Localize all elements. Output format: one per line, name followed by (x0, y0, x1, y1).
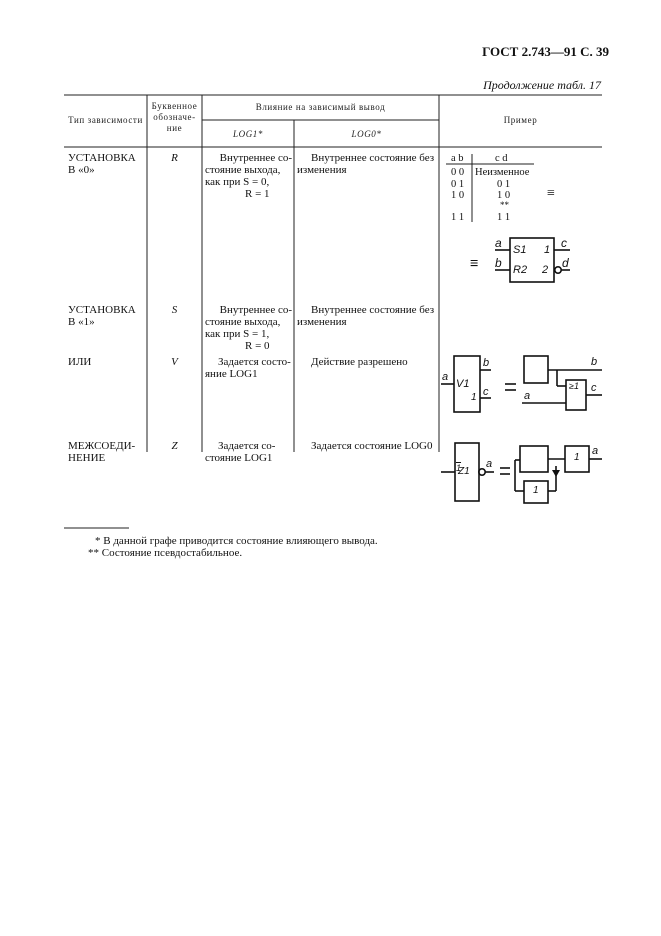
buffer-label: 1 (533, 485, 539, 496)
header-letter-line: Буквенное (151, 101, 198, 111)
row-type-line: МЕЖСОЕДИ- (68, 440, 136, 452)
row-letter: V (171, 356, 178, 368)
row-log0: Внутреннее состояние без изменения (297, 304, 439, 328)
input-label-b: b (495, 256, 502, 270)
page-header: ГОСТ 2.743—91 С. 39 (482, 44, 609, 59)
truth-cell: Неизменное (475, 167, 530, 178)
or-eq-b: b (591, 356, 598, 368)
row-letter: S (171, 304, 178, 316)
header-log1: LOG1* (232, 129, 263, 139)
z-number: 1 (456, 463, 462, 473)
row-type-line: УСТАНОВКА (68, 304, 136, 316)
header-example: Пример (503, 115, 538, 125)
row-type: УСТАНОВКА В «0» (68, 152, 136, 176)
log1-line: стояние выхода, (205, 316, 281, 328)
output-number: 1 (544, 244, 551, 256)
or-gate-label: ≥1 (569, 381, 579, 391)
or-eq-c: c (591, 382, 597, 394)
truth-head-cd: c d (495, 153, 508, 164)
log1-line: как при S = 1, (205, 328, 270, 340)
row-log0: Действие разрешено (311, 356, 408, 368)
table-continuation-label: Продолжение табл. 17 (483, 78, 601, 92)
row-type: ИЛИ (68, 356, 92, 368)
row-log0: Внутреннее состояние без изменения (297, 152, 439, 176)
or-v1-label: V1 (456, 378, 470, 390)
equivalence-sign: ≡ (470, 256, 479, 272)
output-label-d: d (562, 256, 569, 270)
or-eq-a: a (524, 390, 531, 402)
truth-cell: 0 1 (451, 179, 465, 190)
row-type-line: УСТАНОВКА (68, 152, 136, 164)
footnote: * В данной графе приводится состояние вл… (95, 535, 378, 547)
row-type-line: НЕНИЕ (68, 452, 106, 464)
row-log1: Внутреннее со- стояние выхода, как при S… (205, 152, 292, 200)
row-letter: Z (171, 440, 178, 452)
or-output-b: b (483, 357, 490, 369)
header-influence: Влияние на зависимый вывод (255, 102, 386, 112)
row-log0: Задается состояние LOG0 (311, 440, 433, 452)
log1-line: Задается состо- (218, 356, 291, 368)
log1-line: стояние выхода, (205, 164, 281, 176)
or-input-a: a (442, 371, 449, 383)
log0-line: изменения (297, 164, 347, 176)
log1-line: Внутреннее со- (219, 304, 292, 316)
input-label-a: a (495, 236, 502, 250)
or-output-c: c (483, 386, 489, 398)
log1-line: Задается со- (218, 440, 276, 452)
footnote: ** Состояние псевдостабильное. (88, 547, 243, 559)
z-eq-output-a: a (592, 445, 599, 457)
buffer-label: 1 (574, 452, 580, 463)
log1-line: R = 1 (245, 188, 270, 200)
row-type: УСТАНОВКА В «1» (68, 304, 136, 328)
equivalence-sign: ≡ (547, 186, 555, 201)
header-log0: LOG0* (351, 129, 382, 139)
log1-line: яние LOG1 (205, 368, 258, 380)
log1-line: R = 0 (245, 340, 270, 352)
truth-cell: 1 1 (497, 212, 511, 223)
log1-line: Внутреннее со- (219, 152, 292, 164)
row-type-line: В «1» (68, 316, 95, 328)
log0-line: Внутреннее состояние без (311, 304, 435, 316)
r2-label: R2 (513, 264, 528, 276)
s1-label: S1 (513, 244, 527, 256)
row-letter: R (171, 152, 178, 164)
log1-line: как при S = 0, (205, 176, 270, 188)
log1-line: стояние LOG1 (205, 452, 273, 464)
truth-cell: 0 1 (497, 179, 511, 190)
row-type-line: В «0» (68, 164, 95, 176)
output-label-c: c (561, 236, 567, 250)
header-type: Тип зависимости (68, 115, 143, 125)
header-letter: Буквенное обозначе- ние (147, 101, 202, 134)
truth-cell: 1 0 (497, 190, 511, 201)
log0-line: изменения (297, 316, 347, 328)
header-letter-line: обозначе- (153, 112, 196, 122)
z1-label: Z1 (458, 466, 470, 477)
row-type: МЕЖСОЕДИ- НЕНИЕ (68, 440, 135, 464)
truth-note: ** (500, 200, 509, 210)
header-letter-line: ние (166, 123, 183, 133)
row-log1: Задается состо- яние LOG1 (205, 356, 292, 380)
output-number: 2 (542, 264, 549, 276)
row-log1: Внутреннее со- стояние выхода, как при S… (205, 304, 292, 352)
row-log1: Задается со- стояние LOG1 (205, 440, 292, 464)
log0-line: Внутреннее состояние без (311, 152, 435, 164)
truth-cell: 0 0 (451, 167, 465, 178)
or-number: 1 (471, 392, 477, 403)
z-output-a: a (486, 458, 493, 470)
truth-cell: 1 1 (451, 212, 465, 223)
truth-cell: 1 0 (451, 190, 465, 201)
truth-head-ab: a b (451, 153, 464, 164)
